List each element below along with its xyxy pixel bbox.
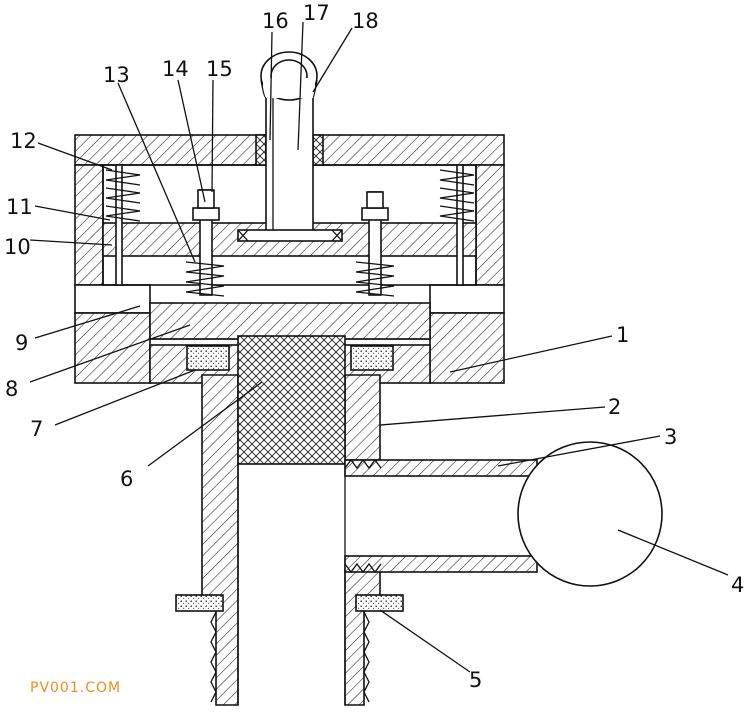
label-13: 13 <box>103 63 130 87</box>
watermark-text: PV001.COM <box>30 680 121 696</box>
label-4: 4 <box>731 573 744 597</box>
press-plate <box>149 302 431 340</box>
label-11: 11 <box>6 195 33 219</box>
label-17: 17 <box>303 1 330 25</box>
label-15: 15 <box>206 57 233 81</box>
label-2: 2 <box>608 395 621 419</box>
ball-valve[interactable] <box>517 441 663 587</box>
side-guide-rods <box>115 164 464 286</box>
label-12: 12 <box>10 129 37 153</box>
label-18: 18 <box>352 9 379 33</box>
label-6: 6 <box>120 467 133 491</box>
inner-springs <box>185 261 395 297</box>
handle[interactable] <box>237 51 343 242</box>
label-16: 16 <box>262 9 289 33</box>
nut-rings <box>175 594 404 612</box>
label-1: 1 <box>616 323 629 347</box>
filter-core <box>237 335 346 465</box>
label-10: 10 <box>4 235 31 259</box>
label-3: 3 <box>664 425 677 449</box>
label-5: 5 <box>469 668 482 692</box>
part-labels: 1 2 3 4 5 6 7 8 9 10 11 12 13 14 15 16 1… <box>4 1 744 692</box>
label-7: 7 <box>30 417 43 441</box>
branch-pipe <box>344 458 538 574</box>
leader-lines <box>29 21 729 673</box>
label-9: 9 <box>15 331 28 355</box>
side-springs <box>105 169 475 222</box>
seal-blocks <box>186 345 394 371</box>
label-14: 14 <box>162 57 189 81</box>
label-8: 8 <box>5 377 18 401</box>
